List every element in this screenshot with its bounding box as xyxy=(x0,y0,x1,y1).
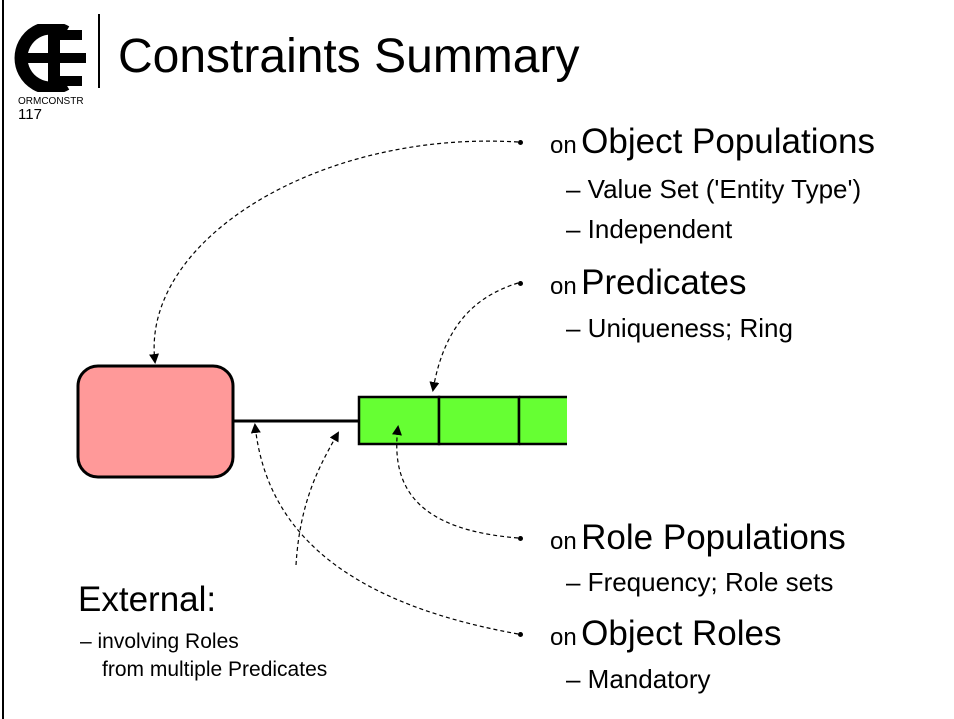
sub-independent: – Independent xyxy=(566,214,733,244)
sub-uniqueness-ring: – Uniqueness; Ring xyxy=(566,313,793,343)
predicate-box xyxy=(357,395,567,446)
predicate-role-2 xyxy=(437,395,521,446)
external-line-1: – involving Roles xyxy=(80,630,239,653)
slide-number: 117 xyxy=(18,106,42,123)
bullet-dot xyxy=(518,632,523,637)
sub-frequency: – Frequency; Role sets xyxy=(566,567,834,597)
arrow-external xyxy=(295,431,339,566)
bullet-object-roles: on Object Roles xyxy=(550,614,782,653)
object-type-box xyxy=(76,364,235,479)
bullet-role-populations: on Role Populations xyxy=(550,518,846,557)
predicate-role-1 xyxy=(357,395,441,446)
external-line-2: from multiple Predicates xyxy=(102,658,328,681)
arrow-object-roles xyxy=(250,423,519,635)
sub-value-set: – Value Set ('Entity Type') xyxy=(566,174,862,204)
ce-logo-icon xyxy=(14,24,86,92)
arrow-object-populations xyxy=(149,140,519,364)
predicate-role-3 xyxy=(519,397,567,444)
title-separator xyxy=(98,14,100,88)
bullet-dot xyxy=(518,536,523,541)
arrow-role-populations xyxy=(392,425,519,539)
sub-mandatory: – Mandatory xyxy=(566,664,711,694)
slide-left-border xyxy=(2,0,4,719)
bullet-dot xyxy=(518,281,523,286)
bullet-dot xyxy=(518,140,523,145)
external-heading: External: xyxy=(78,580,217,619)
arrow-predicates xyxy=(429,282,519,392)
bullet-object-populations: on Object Populations xyxy=(550,122,875,161)
slide-title: Constraints Summary xyxy=(118,30,580,83)
slide-code: ORMCONSTR xyxy=(18,96,84,107)
bullet-predicates: on Predicates xyxy=(550,263,747,302)
